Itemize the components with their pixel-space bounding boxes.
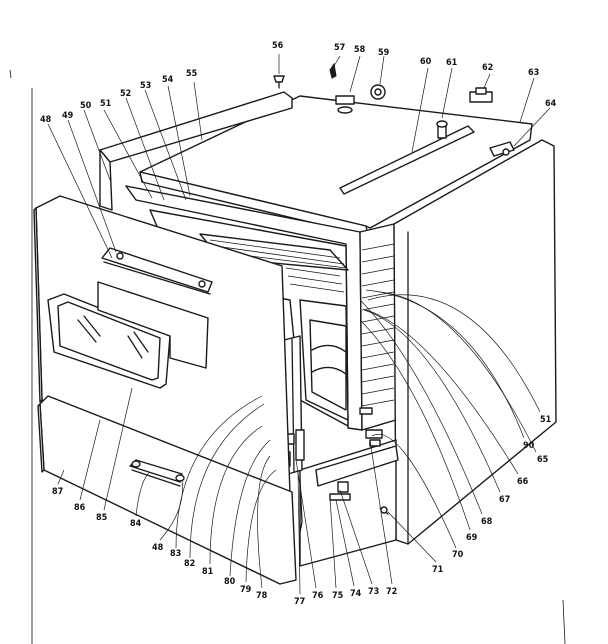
label-76: 76 [312,591,324,601]
label-79: 79 [240,585,252,595]
insulation-panel [359,223,397,431]
label-86: 86 [74,503,86,513]
label-51-right: 51 [540,415,552,425]
label-64: 64 [545,99,557,109]
label-67: 67 [499,495,510,505]
bottom-hardware [329,407,389,515]
label-80: 80 [224,577,236,587]
label-51-top: 51 [100,99,112,109]
label-57: 57 [334,43,345,53]
label-90: 90 [523,441,535,451]
top-hardware [273,62,515,157]
label-82: 82 [184,559,195,569]
label-54: 54 [162,75,174,85]
label-74: 74 [350,589,362,599]
label-83: 83 [170,549,181,559]
label-87: 87 [52,487,63,497]
label-73: 73 [368,587,379,597]
label-71: 71 [432,565,444,575]
door-handle [101,247,213,295]
label-72: 72 [386,587,397,597]
label-84: 84 [130,519,142,529]
label-50: 50 [80,101,92,111]
left-side [99,149,113,211]
door-window [47,281,209,389]
label-70: 70 [452,550,464,560]
part-labels: 56 57 58 59 60 61 62 63 64 48 49 50 51 5… [40,41,557,607]
label-60: 60 [420,57,432,67]
label-58: 58 [354,45,366,55]
drawer-handle [129,459,185,487]
label-85: 85 [96,513,108,523]
label-63: 63 [528,68,539,78]
label-52: 52 [120,89,131,99]
label-78: 78 [256,591,268,601]
label-55: 55 [186,69,198,79]
label-66: 66 [517,477,529,487]
label-68: 68 [481,517,493,527]
label-48-top: 48 [40,115,52,125]
label-69: 69 [466,533,478,543]
label-65: 65 [537,455,549,465]
label-53: 53 [140,81,151,91]
label-49: 49 [62,111,74,121]
label-61: 61 [446,58,458,68]
oven-door [33,195,297,585]
label-75: 75 [332,591,344,601]
label-77: 77 [294,597,305,607]
leader-lines [47,54,551,595]
label-48-bottom: 48 [152,543,164,553]
label-62: 62 [482,63,493,73]
insulation-hatch [361,243,395,407]
lower-drawer [37,395,297,585]
label-81: 81 [202,567,214,577]
frame-edges [9,69,566,644]
label-59: 59 [378,48,390,58]
label-56: 56 [272,41,284,51]
oven-rack [199,233,349,293]
